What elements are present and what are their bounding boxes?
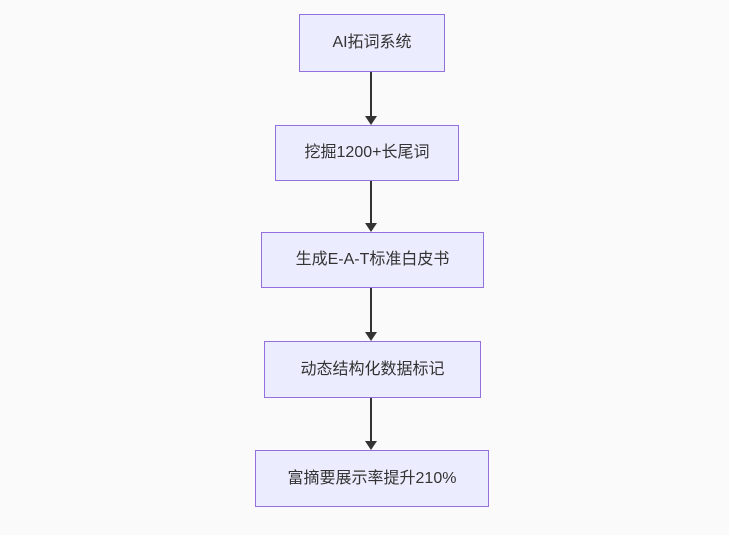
arrowhead-down-icon	[365, 116, 377, 125]
node-label: 挖掘1200+长尾词	[304, 144, 430, 162]
edge-node4-to-node5	[363, 398, 379, 450]
edge-node3-to-node4	[363, 288, 379, 341]
arrowhead-down-icon	[365, 332, 377, 341]
flowchart-node-dynamic-structured-data-markup: 动态结构化数据标记	[264, 341, 481, 398]
arrowhead-down-icon	[365, 441, 377, 450]
edge-line	[370, 288, 372, 334]
flowchart-node-rich-snippet-rate-increase: 富摘要展示率提升210%	[255, 450, 489, 507]
flowchart-node-ai-word-expansion-system: AI拓词系统	[299, 14, 445, 72]
edge-node2-to-node3	[363, 181, 379, 232]
node-label: 生成E-A-T标准白皮书	[295, 251, 450, 269]
node-label: 富摘要展示率提升210%	[287, 469, 457, 487]
edge-line	[370, 398, 372, 443]
flowchart-node-generate-eat-whitepaper: 生成E-A-T标准白皮书	[261, 232, 484, 288]
node-label: AI拓词系统	[332, 34, 412, 52]
arrowhead-down-icon	[365, 223, 377, 232]
edge-node1-to-node2	[363, 72, 379, 125]
edge-line	[370, 72, 372, 118]
flowchart-node-mine-longtail-keywords: 挖掘1200+长尾词	[275, 125, 459, 181]
edge-line	[370, 181, 372, 225]
node-label: 动态结构化数据标记	[300, 360, 445, 378]
